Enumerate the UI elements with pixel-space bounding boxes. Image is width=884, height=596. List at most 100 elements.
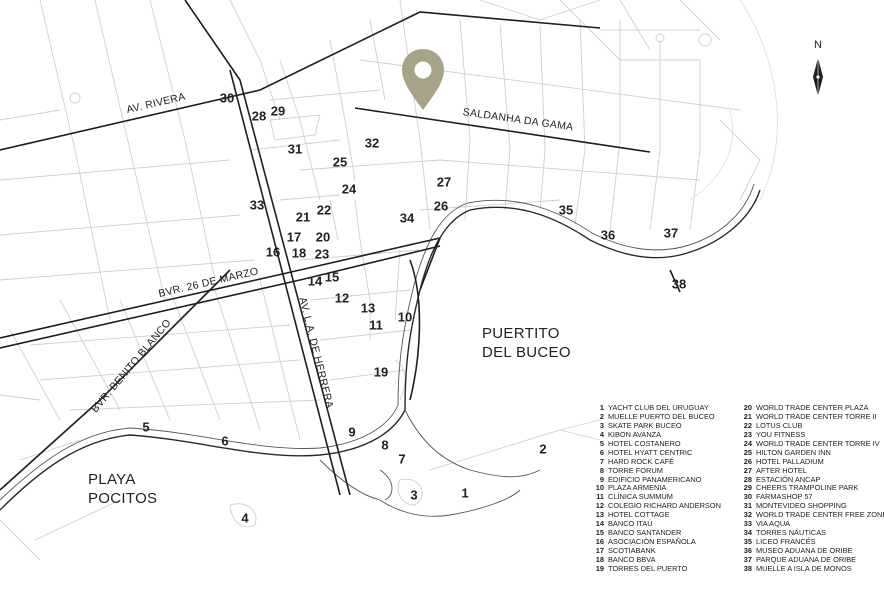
poi-marker-31: 31 <box>287 141 303 157</box>
place-label-puertito: PUERTITO DEL BUCEO <box>482 324 571 362</box>
legend-item-number: 2 <box>599 411 604 421</box>
poi-marker-18: 18 <box>291 245 307 261</box>
legend-item-label: YOU FITNESS <box>756 429 806 439</box>
poi-marker-20: 20 <box>315 229 331 245</box>
legend-item-number: 35 <box>743 537 752 547</box>
legend-item-label: BANCO ITAÚ <box>608 519 653 529</box>
legend-item-label: COLEGIO RICHARD ANDERSON <box>608 501 721 511</box>
legend-item-number: 33 <box>743 519 752 529</box>
legend-item: 23 YOU FITNESS <box>740 429 878 440</box>
legend-item-number: 21 <box>743 411 752 421</box>
street-grid <box>0 0 778 561</box>
legend-item-label: CHEERS TRAMPOLINE PARK <box>756 483 859 493</box>
legend-item: 29 CHEERS TRAMPOLINE PARK <box>740 483 878 493</box>
poi-marker-15: 15 <box>324 269 340 285</box>
legend-item: 32 WORLD TRADE CENTER FREE ZONE <box>740 510 884 520</box>
legend-item-label: HILTON GARDEN INN <box>756 447 831 457</box>
legend-item-label: HARD ROCK CAFÉ <box>608 456 675 466</box>
poi-marker-12: 12 <box>334 290 350 306</box>
poi-marker-3: 3 <box>410 487 418 503</box>
legend-item-number: 7 <box>599 456 604 466</box>
poi-marker-10: 10 <box>397 309 413 325</box>
poi-marker-34: 34 <box>399 210 415 226</box>
poi-marker-1: 1 <box>461 485 469 501</box>
legend-item-label: MUELLE PUERTO DEL BUCEO <box>608 411 715 421</box>
legend-item-number: 19 <box>595 563 604 573</box>
legend-item: 18 BANCO BBVA <box>592 554 730 565</box>
legend-item-number: 27 <box>743 465 752 475</box>
poi-marker-36: 36 <box>600 227 616 243</box>
legend-item-label: EDIFICIO PANAMERICANO <box>608 474 702 484</box>
legend-item-number: 32 <box>743 510 752 520</box>
north-arrow-icon <box>813 58 823 96</box>
legend-item-label: YACHT CLUB DEL URUGUAY <box>608 403 709 412</box>
poi-marker-17: 17 <box>286 229 302 245</box>
legend-item-number: 30 <box>743 492 752 502</box>
poi-marker-25: 25 <box>332 154 348 170</box>
place-label-line: POCITOS <box>88 490 158 507</box>
legend-item-number: 16 <box>595 537 604 547</box>
legend-item-label: HOTEL PALLADIUM <box>756 456 824 466</box>
legend-item-label: SKATE PARK BUCEO <box>608 420 682 430</box>
legend-item-label: HOTEL COSTANERO <box>608 438 681 448</box>
poi-marker-4: 4 <box>241 510 249 526</box>
poi-marker-35: 35 <box>558 202 574 218</box>
poi-marker-28: 28 <box>251 108 267 124</box>
poi-marker-8: 8 <box>381 437 389 453</box>
poi-marker-14: 14 <box>307 273 323 289</box>
legend-item: 2 MUELLE PUERTO DEL BUCEO <box>592 411 730 422</box>
legend-item-label: SCOTIABANK <box>608 546 656 555</box>
poi-marker-19: 19 <box>373 364 389 380</box>
legend-item: 27 AFTER HOTEL <box>740 465 878 476</box>
legend-item-label: BANCO BBVA <box>608 554 656 564</box>
poi-marker-37: 37 <box>663 225 679 241</box>
legend-item-number: 12 <box>595 501 604 511</box>
legend-item-number: 18 <box>595 554 604 564</box>
poi-marker-23: 23 <box>314 246 330 262</box>
legend-item-number: 20 <box>743 403 752 412</box>
legend-item-number: 11 <box>596 492 604 502</box>
legend-item: 3 SKATE PARK BUCEO <box>592 420 730 431</box>
legend-item-label: WORLD TRADE CENTER FREE ZONE <box>756 510 884 520</box>
legend-item-number: 28 <box>743 474 752 484</box>
legend-item: 12 COLEGIO RICHARD ANDERSON <box>592 501 730 511</box>
legend-item-label: HOTEL COTTAGE <box>608 510 670 520</box>
legend-item-number: 17 <box>595 546 604 555</box>
place-label-playa: PLAYA POCITOS <box>88 470 157 508</box>
legend-item-number: 3 <box>599 420 604 430</box>
poi-marker-16: 16 <box>265 244 281 260</box>
legend-item-number: 23 <box>743 429 752 439</box>
legend-item-number: 34 <box>743 528 752 538</box>
legend-item-label: TORRES NÁUTICAS <box>756 528 827 538</box>
poi-marker-2: 2 <box>539 441 547 457</box>
legend-item-label: MONTEVIDEO SHOPPING <box>756 501 847 511</box>
legend-item-number: 10 <box>595 483 604 493</box>
legend-item-label: AFTER HOTEL <box>756 465 807 475</box>
legend-item-number: 24 <box>743 438 752 448</box>
legend-item-number: 37 <box>743 554 752 564</box>
legend-item-number: 29 <box>743 483 752 493</box>
legend-item-label: WORLD TRADE CENTER TORRE IV <box>756 438 880 448</box>
place-label-line: DEL BUCEO <box>482 344 571 361</box>
legend-item: 34 TORRES NÁUTICAS <box>740 528 878 538</box>
